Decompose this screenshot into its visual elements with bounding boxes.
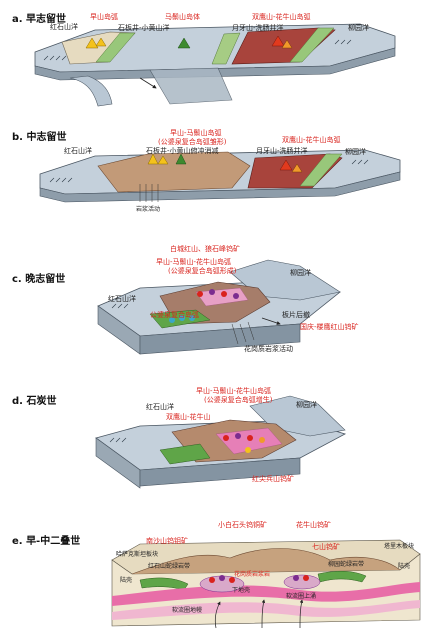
label-shuangying-arc: 双鹰山-花牛山岛弧 xyxy=(252,13,311,21)
label-mantle-right: 软流圈上涌 xyxy=(286,593,317,600)
label-composite-arc: (公婆泉复合岛弧雏形) xyxy=(158,138,227,146)
suture-green-2 xyxy=(289,27,335,63)
label-hongshishan-ocean: 红石山洋 xyxy=(64,147,92,155)
label-liuyuan-ocean: 柳园洋 xyxy=(290,269,311,277)
volcano-red xyxy=(271,35,293,49)
panel-e: e. 早-中二叠世 xyxy=(0,500,439,634)
panel-e-title: e. 早-中二叠世 xyxy=(12,536,81,547)
ocean-block-front2 xyxy=(139,323,301,355)
suture-green-1 xyxy=(95,32,136,63)
panel-b-diagram xyxy=(39,149,401,203)
label-deposit2: 小白石头钨铜矿 xyxy=(218,521,267,529)
label-zaoshan: 早山-马鬃山-花牛山岛弧 xyxy=(196,387,272,395)
label-liuyuan-ocean: 柳园洋 xyxy=(345,148,366,156)
label-right-block: 塔里木板块 xyxy=(384,543,415,550)
volcano-yellow xyxy=(85,37,107,49)
label-deposit3: 花牛山钨矿 xyxy=(296,521,331,529)
volcano-green xyxy=(177,37,191,49)
panel-d-diagram xyxy=(95,395,347,489)
down-slab xyxy=(149,67,233,105)
label-mantle-left: 软流圈地幔 xyxy=(172,607,203,614)
volcano-markers xyxy=(147,153,303,173)
label-hongshishan-ocean: 红石山洋 xyxy=(50,23,78,31)
label-top-deposit: 白城红山、狼石峰钨矿 xyxy=(170,245,240,253)
panel-a-diagram xyxy=(34,23,396,107)
panel-a: a. 早志留世 xyxy=(0,0,439,115)
label-deposit1: 南沙山钨钼矿 xyxy=(146,537,188,545)
panel-c: c. 晚志留世 白城红山、狼石峰钨矿 早山-马鬃 xyxy=(0,232,439,372)
label-hongyangshan: 红尖兵山钨矿 xyxy=(252,475,294,483)
arrow-subduction xyxy=(139,77,157,89)
label-composite-arc: (公婆泉复合岛弧形成) xyxy=(168,267,237,275)
fault-hatches xyxy=(49,159,369,183)
label-lower-crust: 下地壳 xyxy=(232,587,251,594)
label-shibanjing-ocean: 石板井-小黄山洋 xyxy=(118,24,170,32)
pink-area xyxy=(195,287,249,307)
label-granite: 花岗质岩浆岩 xyxy=(234,571,271,578)
label-deposit4: 七山钨矿 xyxy=(312,543,340,551)
panel-c-title: c. 晚志留世 xyxy=(12,274,66,285)
composite-arc-body xyxy=(97,151,251,193)
label-left-block: 哈萨克斯坦板块 xyxy=(116,551,159,558)
label-basin-right: 陆壳 xyxy=(398,563,411,570)
topography xyxy=(131,548,401,575)
liuyuan-belt xyxy=(317,571,367,583)
magma-lines xyxy=(231,321,255,345)
label-shuangyingshan: 双鹰山-花牛山 xyxy=(166,413,211,421)
ocean-block-front2 xyxy=(139,457,301,487)
panel-b-title: b. 中志留世 xyxy=(12,132,67,143)
label-composite-arc: (公婆泉复合岛弧增生) xyxy=(204,396,273,404)
label-yueyashan-ocean: 月牙山-洗肠井洋 xyxy=(232,24,284,32)
magma-lines xyxy=(139,184,159,202)
magma-chamber-right xyxy=(283,574,321,590)
label-shuangying-arc: 双鹰山-花牛山岛弧 xyxy=(282,136,341,144)
deposit-markers xyxy=(209,575,309,583)
fault-hatches xyxy=(43,39,352,61)
panel-d: d. 石炭世 红石山洋 早山-马鬃山-花牛山岛弧 (公婆泉复合岛弧增生) 柳园洋… xyxy=(0,374,439,498)
upwelling-arrows xyxy=(214,599,304,629)
panel-a-title: a. 早志留世 xyxy=(12,14,67,25)
ocean-slab-front xyxy=(39,171,401,203)
subducting-slab xyxy=(69,75,113,107)
suture-green-3 xyxy=(211,32,241,65)
panel-d-title: d. 石炭世 xyxy=(12,396,57,407)
label-liuyuan-ocean: 柳园洋 xyxy=(296,401,317,409)
label-liuyuan-ocean: 柳园洋 xyxy=(348,24,369,32)
label-basin-left: 陆壳 xyxy=(120,577,133,584)
label-yueyashan-ocean: 月牙山-洗肠井洋 xyxy=(256,147,308,155)
label-liuyuan-belt: 柳园蛇绿岩带 xyxy=(328,561,365,568)
label-guoshan: 国庆-楼鹰红山钨矿 xyxy=(300,323,359,331)
panel-e-diagram xyxy=(111,539,421,629)
label-zaoshan-arc: 早山岛弧 xyxy=(90,13,118,21)
pink-upper xyxy=(112,582,420,606)
label-subduction: 板片后撤 xyxy=(282,311,310,319)
label-hongshishan-ocean: 红石山洋 xyxy=(146,403,174,411)
label-composite-arc-red: 公婆泉复合岛弧 xyxy=(150,311,199,319)
label-granite: 花岗质岩浆活动 xyxy=(244,345,293,353)
label-hongshishan-belt: 红石山蛇绿岩带 xyxy=(148,563,191,570)
slab-rollback-arrow xyxy=(261,317,281,325)
suture-green xyxy=(299,153,343,187)
deposit-markers xyxy=(169,289,239,323)
panel-c-diagram xyxy=(97,259,341,355)
label-shibanjing-ocean: 石板井-小黄山俯冲消减 xyxy=(146,147,219,155)
green-belt xyxy=(159,443,211,465)
label-magma: 岩浆活动 xyxy=(136,206,161,213)
panel-b: b. 中志留世 红石山洋 早山-马鬃山岛弧 (公婆泉复合岛弧雏形) 石板井-小黄… xyxy=(0,118,439,228)
deposit-markers xyxy=(223,433,265,453)
label-hongshishan-ocean: 红石山洋 xyxy=(108,295,136,303)
label-mazongshan-island: 马鬃山岛体 xyxy=(165,13,200,21)
ocean-block-front xyxy=(95,437,141,489)
label-zaoshan-mazongshan: 早山-马鬃山岛弧 xyxy=(170,129,222,137)
label-zaoshan-shuangying: 早山-马鬃山-花牛山岛弧 xyxy=(156,258,232,266)
fault-hatches xyxy=(111,303,129,309)
pink-lower xyxy=(112,600,420,620)
pink-area xyxy=(215,427,283,455)
fault-hatches xyxy=(109,437,127,443)
